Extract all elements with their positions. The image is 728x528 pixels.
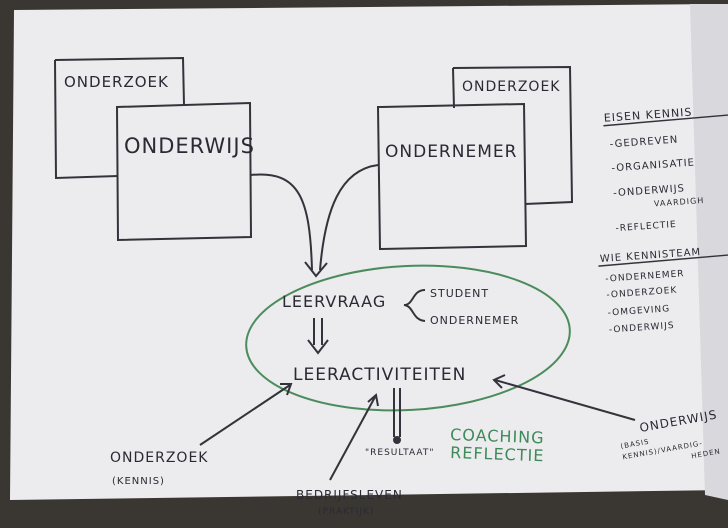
eisen-item: -REFLECTIE xyxy=(615,220,677,234)
leerproces-oval xyxy=(245,264,571,412)
eisen-item: VAARDIGH xyxy=(654,196,705,208)
onderzoek-right-box xyxy=(452,65,574,205)
reflectie-label: REFLECTIE xyxy=(450,443,545,465)
onderzoek-left-box xyxy=(54,56,185,180)
merge-arrowhead xyxy=(304,261,328,278)
kennis-label: (KENNIS) xyxy=(112,476,165,487)
eisen-item: -ONDERWIJS xyxy=(613,183,686,199)
coaching-label: COACHING xyxy=(450,425,545,447)
onderzoek-bottom-label: ONDERZOEK xyxy=(110,450,208,466)
arrow-onderzoek xyxy=(199,383,293,446)
eisen-underline xyxy=(603,114,728,127)
kennisteam-item: -ONDERWIJS xyxy=(609,321,675,336)
curve-from-ondernemer xyxy=(319,164,379,271)
onderwijs-label: ONDERWIJS xyxy=(124,134,255,158)
onderwijs-box xyxy=(115,101,253,242)
praktijk-label: (PRAKTIJK) xyxy=(318,507,374,517)
eisen-item: -GEDREVEN xyxy=(609,135,678,151)
ondernemer-box xyxy=(376,102,528,251)
paper-sheet xyxy=(10,4,728,500)
resultaat-label: "RESULTAAT" xyxy=(365,448,434,458)
ondernemer-label: ONDERNEMER xyxy=(385,142,517,162)
arrow-onderwijs xyxy=(492,374,636,421)
double-down-arrow xyxy=(307,318,329,355)
leeractiviteiten-label: LEERACTIVITEITEN xyxy=(293,365,466,385)
bedrijfsleven-label: BEDRIJFSLEVEN xyxy=(296,488,403,502)
kennisteam-item: -ONDERZOEK xyxy=(606,286,678,301)
onderzoek-right-label: ONDERZOEK xyxy=(462,79,560,95)
onderzoek-left-label: ONDERZOEK xyxy=(64,73,169,91)
resultaat-line xyxy=(393,388,401,444)
student-label: STUDENT xyxy=(430,287,489,300)
kennisteam-underline xyxy=(598,254,728,267)
kennisteam-item: -OMGEVING xyxy=(607,304,670,318)
ondernemer-branch-label: ONDERNEMER xyxy=(430,314,519,327)
curve-from-onderwijs xyxy=(250,173,313,271)
leervraag-label: LEERVRAAG xyxy=(282,292,386,311)
paper-shadow xyxy=(690,4,728,500)
leervraag-brace xyxy=(403,289,426,322)
arrow-bedrijfsleven xyxy=(329,393,379,481)
